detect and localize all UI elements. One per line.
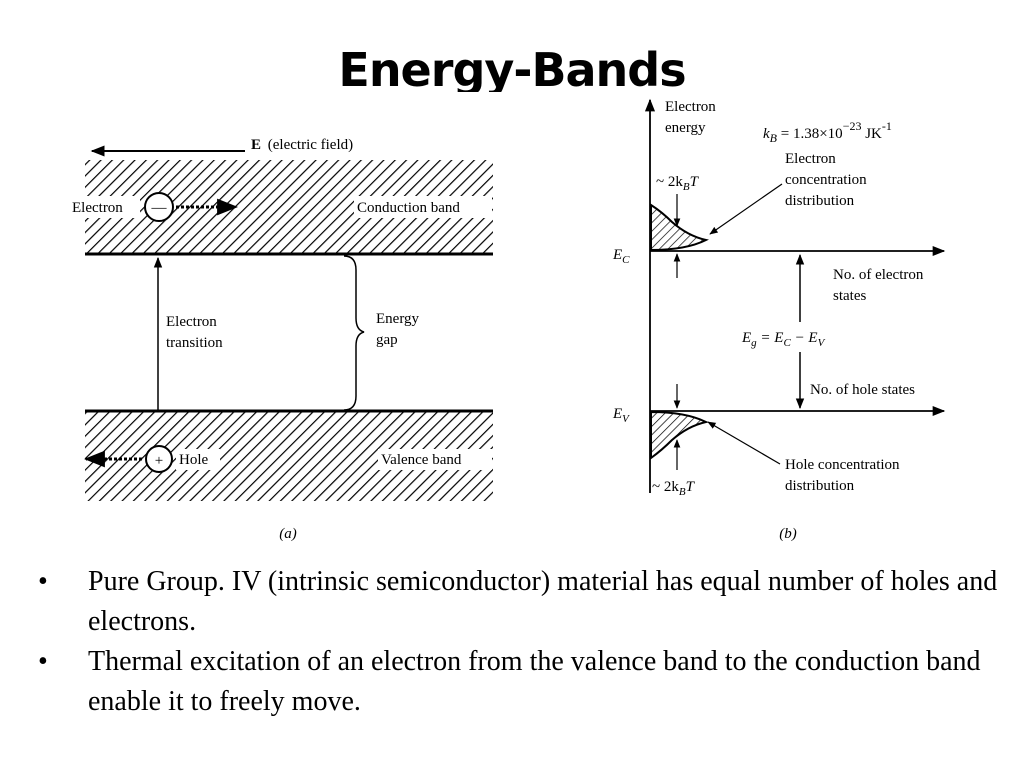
valence-band-label: Valence band	[381, 452, 462, 468]
bullet-list: • Pure Group. IV (intrinsic semiconducto…	[38, 562, 998, 722]
energy-gap-brace	[343, 255, 365, 411]
conduction-band-label: Conduction band	[357, 200, 460, 216]
electron-conc-line2: concentration	[785, 172, 867, 188]
energy-gap-label-line2: gap	[376, 332, 398, 348]
transition-label-line2: transition	[166, 335, 223, 351]
bullet-text: Thermal excitation of an electron from t…	[88, 646, 981, 717]
electron-states-line2: states	[833, 288, 866, 304]
hole-states-label: No. of hole states	[810, 382, 915, 398]
electron-width-label: ~ 2kBT	[656, 174, 700, 193]
figure-b: Electron energy kB = 1.38×10−23 JK-1 EC …	[612, 98, 946, 542]
transition-label-line1: Electron	[166, 314, 217, 330]
bullet-item: • Pure Group. IV (intrinsic semiconducto…	[38, 562, 998, 642]
hole-distribution	[650, 410, 709, 460]
bullet-text: Pure Group. IV (intrinsic semiconductor)…	[88, 566, 998, 637]
electron-conc-line3: distribution	[785, 193, 855, 209]
electric-field-label: E (electric field)	[251, 137, 353, 153]
bullet-marker: •	[38, 646, 48, 677]
electric-field-text: (electric field)	[268, 137, 353, 153]
ev-label: EV	[612, 406, 630, 425]
ec-label: EC	[612, 247, 630, 266]
electron-label: Electron	[72, 200, 123, 216]
electron-distribution	[650, 203, 709, 252]
eg-formula: Eg = EC − EV	[741, 330, 826, 349]
hole-sign: +	[155, 453, 163, 469]
bullet-marker: •	[38, 566, 48, 597]
electron-conc-pointer	[709, 183, 783, 235]
hole-width-label: ~ 2kBT	[652, 479, 696, 498]
electron-states-line1: No. of electron	[833, 267, 924, 283]
energy-band-figure: E (electric field) Electron — Conduction…	[70, 98, 946, 542]
hole-circle	[145, 445, 173, 473]
boltzmann-constant: kB = 1.38×10−23 JK-1	[763, 119, 892, 145]
hole-conc-pointer	[707, 421, 781, 465]
hole-conc-line1: Hole concentration	[785, 457, 900, 473]
bullet-item: • Thermal excitation of an electron from…	[38, 642, 998, 722]
figure-a: E (electric field) Electron — Conduction…	[70, 137, 493, 542]
energy-axis-label-line1: Electron	[665, 99, 716, 115]
caption-b: (b)	[779, 526, 797, 542]
energy-gap-label-line1: Energy	[376, 311, 420, 327]
hole-conc-line2: distribution	[785, 478, 855, 494]
electron-conc-line1: Electron	[785, 151, 836, 167]
hole-label: Hole	[179, 452, 209, 468]
energy-axis-label-line2: energy	[665, 120, 706, 136]
electron-sign: —	[151, 200, 168, 216]
caption-a: (a)	[279, 526, 297, 542]
electric-field-symbol: E	[251, 137, 261, 153]
slide-title: Energy-Bands	[338, 43, 686, 92]
electron-circle	[144, 192, 174, 222]
